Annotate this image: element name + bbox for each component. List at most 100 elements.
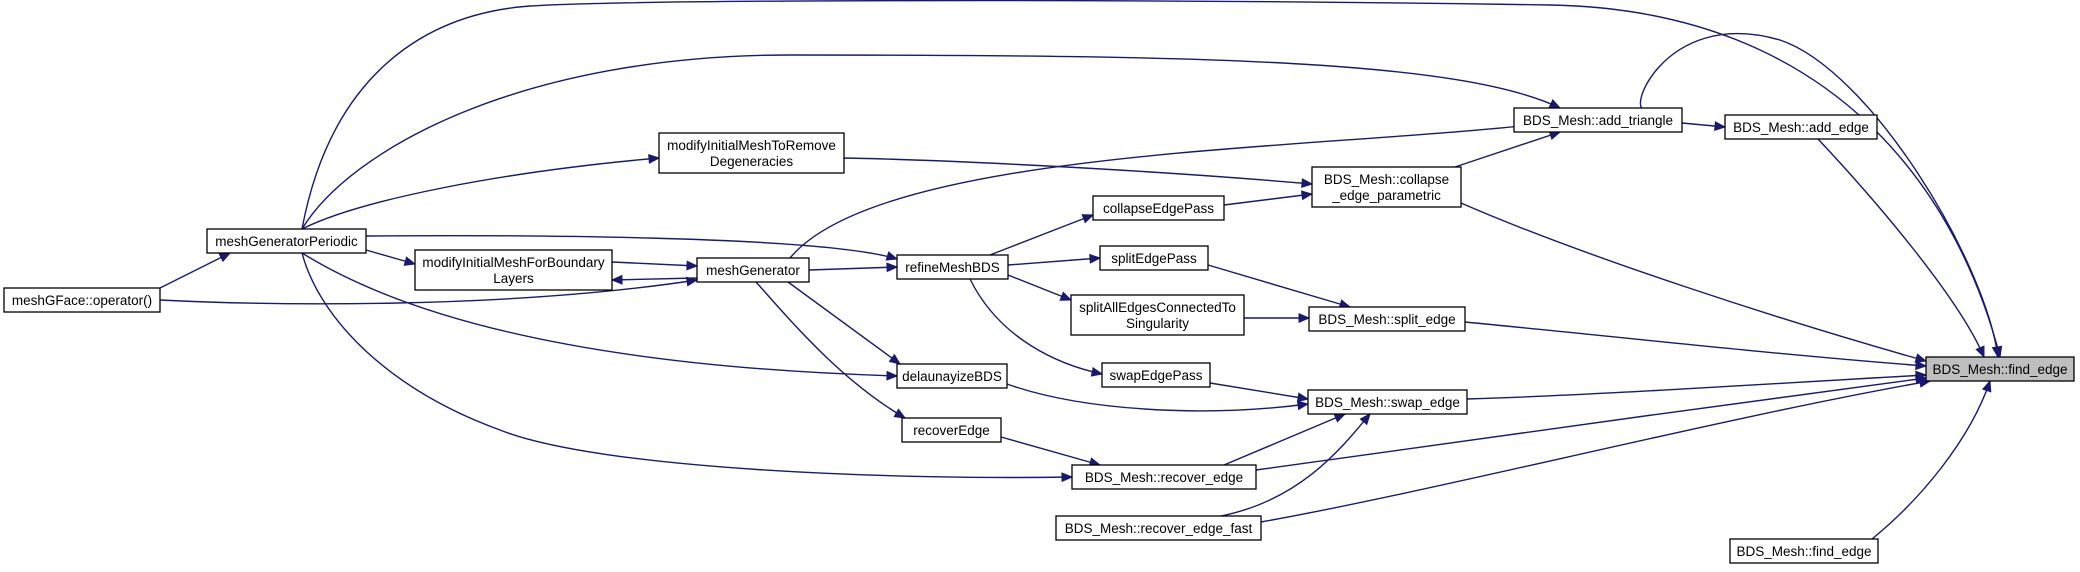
node-box bbox=[1070, 294, 1245, 336]
edge-swap_pass-to-swap_edge bbox=[1209, 382, 1310, 403]
node-periodic[interactable]: meshGeneratorPeriodic bbox=[206, 228, 367, 254]
node-label: splitEdgePass bbox=[1111, 251, 1197, 266]
node-add-edge[interactable]: BDS_Mesh::add_edge bbox=[1724, 114, 1878, 140]
edge-refine-to-swap_pass bbox=[969, 278, 1104, 377]
node-box bbox=[1307, 389, 1468, 415]
node-add-triangle[interactable]: BDS_Mesh::add_triangle bbox=[1513, 107, 1683, 133]
node-label: Layers bbox=[493, 271, 534, 286]
edge-refine-to-collapse_pass bbox=[989, 214, 1095, 256]
node-recover-edge-fast[interactable]: BDS_Mesh::recover_edge_fast bbox=[1055, 515, 1262, 541]
node-label: modifyInitialMeshForBoundary bbox=[422, 255, 605, 270]
edge-delaunay-to-swap_edge bbox=[1006, 383, 1310, 412]
edge-find_edge_other-to-find_edge_main bbox=[1871, 379, 1992, 540]
node-label: meshGeneratorPeriodic bbox=[215, 234, 358, 249]
edge-recover_e-to-recover_edge bbox=[1000, 436, 1102, 467]
edge-periodic-to-recover_edge bbox=[301, 252, 1074, 483]
edge-periodic-to-modify_bl bbox=[365, 249, 417, 266]
node-box bbox=[1513, 107, 1683, 133]
node-label: modifyInitialMeshToRemove bbox=[667, 138, 836, 153]
node-recover-e[interactable]: recoverEdge bbox=[901, 417, 1002, 443]
node-label: BDS_Mesh::recover_edge_fast bbox=[1065, 521, 1253, 536]
edge-periodic-to-delaunay bbox=[301, 252, 899, 381]
node-label: BDS_Mesh::find_edge bbox=[1932, 362, 2067, 377]
edge-add_triangle-to-add_edge bbox=[1681, 121, 1727, 131]
edge-recover_edge_fast-to-swap_edge bbox=[1220, 413, 1371, 517]
nodes-layer: BDS_Mesh::find_edgeBDS_Mesh::add_edgeBDS… bbox=[3, 107, 2075, 564]
node-box bbox=[696, 257, 810, 283]
node-box bbox=[1101, 362, 1211, 388]
node-box bbox=[1925, 356, 2075, 382]
node-label: BDS_Mesh::recover_edge bbox=[1085, 470, 1243, 485]
node-box bbox=[658, 132, 845, 174]
node-recover-edge[interactable]: BDS_Mesh::recover_edge bbox=[1071, 464, 1257, 490]
node-box bbox=[896, 363, 1008, 389]
node-label: delaunayizeBDS bbox=[902, 369, 1002, 384]
node-collapse-pass[interactable]: collapseEdgePass bbox=[1092, 195, 1225, 221]
edge-add_triangle-to-find_edge_main bbox=[1639, 32, 2002, 359]
edge-periodic-to-add_triangle bbox=[301, 54, 1562, 230]
node-operator[interactable]: meshGFace::operator() bbox=[3, 287, 161, 313]
node-label: refineMeshBDS bbox=[905, 260, 1000, 275]
edge-periodic-to-refine bbox=[365, 234, 899, 261]
edge-mesh_gen-to-recover_e bbox=[755, 281, 907, 419]
edge-recover_edge-to-swap_edge bbox=[1223, 413, 1347, 466]
edge-periodic-to-modify_degen bbox=[301, 153, 661, 230]
edge-split_edge-to-find_edge_main bbox=[1464, 321, 1928, 371]
node-label: BDS_Mesh::find_edge bbox=[1736, 544, 1871, 559]
node-label: recoverEdge bbox=[913, 423, 990, 438]
edge-modify_degen-to-collapse_param bbox=[843, 157, 1314, 189]
node-label: BDS_Mesh::collapse bbox=[1324, 172, 1449, 187]
node-label: meshGFace::operator() bbox=[12, 293, 152, 308]
edge-refine-to-split_pass bbox=[1007, 253, 1102, 266]
edges-layer bbox=[159, 0, 2003, 540]
edge-refine-to-split_all bbox=[1007, 274, 1073, 301]
node-label: collapseEdgePass bbox=[1103, 201, 1214, 216]
edge-collapse_pass-to-collapse_param bbox=[1223, 190, 1314, 206]
node-box bbox=[414, 249, 613, 291]
edge-modify_bl-to-mesh_gen bbox=[611, 260, 699, 271]
node-label: BDS_Mesh::add_edge bbox=[1733, 120, 1869, 135]
node-collapse-param[interactable]: BDS_Mesh::collapse_edge_parametric bbox=[1311, 166, 1462, 208]
node-label: Singularity bbox=[1126, 316, 1189, 331]
edge-collapse_param-to-find_edge_main bbox=[1460, 202, 1928, 363]
node-box bbox=[3, 287, 161, 313]
node-refine[interactable]: refineMeshBDS bbox=[896, 254, 1009, 280]
node-label: BDS_Mesh::swap_edge bbox=[1315, 395, 1460, 410]
edge-operator-to-periodic bbox=[159, 252, 232, 289]
node-split-pass[interactable]: splitEdgePass bbox=[1099, 245, 1209, 271]
node-label: meshGenerator bbox=[706, 263, 800, 278]
node-mesh-gen[interactable]: meshGenerator bbox=[696, 257, 810, 283]
node-label: BDS_Mesh::add_triangle bbox=[1523, 113, 1673, 128]
node-label: _edge_parametric bbox=[1331, 188, 1441, 203]
node-box bbox=[1729, 538, 1879, 564]
node-box bbox=[1071, 464, 1257, 490]
node-swap-edge[interactable]: BDS_Mesh::swap_edge bbox=[1307, 389, 1468, 415]
node-find-edge-main[interactable]: BDS_Mesh::find_edge bbox=[1925, 356, 2075, 382]
node-box bbox=[901, 417, 1002, 443]
edge-add_edge-to-find_edge_main bbox=[1817, 138, 1985, 359]
node-label: splitAllEdgesConnectedTo bbox=[1079, 300, 1236, 315]
edge-collapse_param-to-add_triangle bbox=[1454, 130, 1562, 168]
node-box bbox=[1308, 306, 1466, 332]
edge-mesh_gen-to-delaunay bbox=[787, 281, 902, 365]
node-label: swapEdgePass bbox=[1109, 368, 1202, 383]
node-box bbox=[1311, 166, 1462, 208]
node-delaunay[interactable]: delaunayizeBDS bbox=[896, 363, 1008, 389]
edge-mesh_gen-to-refine bbox=[808, 262, 899, 273]
node-box bbox=[206, 228, 367, 254]
edge-mesh_gen-to-modify_bl bbox=[610, 274, 698, 285]
node-box bbox=[1724, 114, 1878, 140]
node-label: Degeneracies bbox=[710, 154, 794, 169]
node-swap-pass[interactable]: swapEdgePass bbox=[1101, 362, 1211, 388]
node-box bbox=[896, 254, 1009, 280]
node-label: BDS_Mesh::split_edge bbox=[1318, 312, 1455, 327]
node-box bbox=[1092, 195, 1225, 221]
node-box bbox=[1055, 515, 1262, 541]
node-split-edge[interactable]: BDS_Mesh::split_edge bbox=[1308, 306, 1466, 332]
node-find-edge-other[interactable]: BDS_Mesh::find_edge bbox=[1729, 538, 1879, 564]
edge-split_all-to-split_edge bbox=[1244, 313, 1311, 323]
